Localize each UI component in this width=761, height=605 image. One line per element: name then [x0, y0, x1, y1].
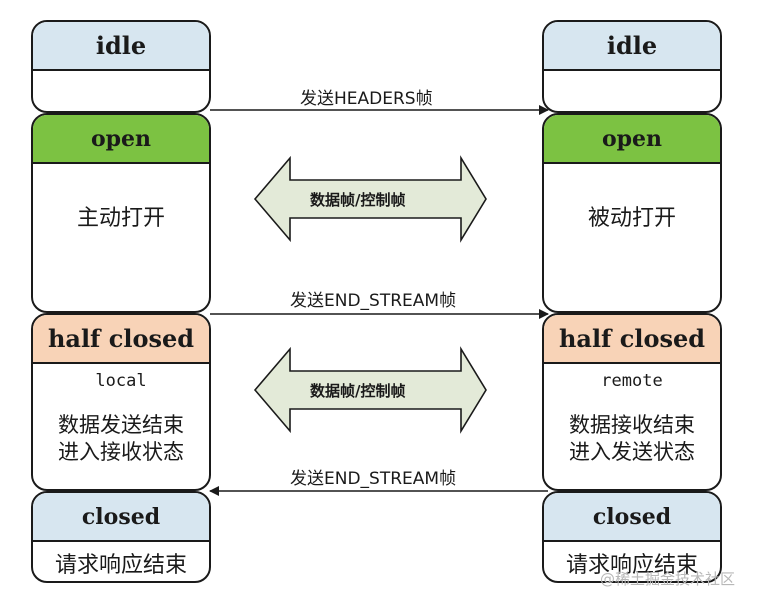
right-closed-header: closed: [544, 493, 720, 542]
right-half-closed-line2: 进入发送状态: [569, 440, 695, 464]
left-closed-header: closed: [33, 493, 209, 542]
headers-message: 发送HEADERS帧: [300, 89, 433, 109]
end-stream-message-1: 发送END_STREAM帧: [290, 291, 457, 311]
left-open-state: open 主动打开: [31, 113, 211, 313]
right-half-closed-state: half closed remote 数据接收结束 进入发送状态: [542, 313, 722, 491]
right-open-header: open: [544, 115, 720, 164]
right-open-body: 被动打开: [587, 206, 676, 231]
data-frames-label-1: 数据帧/控制帧: [310, 191, 406, 209]
right-idle-state: idle: [542, 20, 722, 113]
data-frames-double-arrow-1: [253, 155, 487, 243]
end-stream-message-2: 发送END_STREAM帧: [290, 469, 457, 489]
data-frames-label-2: 数据帧/控制帧: [310, 382, 406, 400]
left-open-header: open: [33, 115, 209, 164]
left-half-closed-line2: 进入接收状态: [58, 440, 184, 464]
left-open-body: 主动打开: [76, 206, 165, 231]
right-open-state: open 被动打开: [542, 113, 722, 313]
watermark: @稀土掘金技术社区: [600, 570, 736, 588]
right-half-closed-sub: remote: [601, 371, 663, 391]
left-half-closed-line1: 数据发送结束: [58, 413, 184, 437]
left-half-closed-sub: local: [95, 371, 147, 391]
left-closed-body: 请求响应结束: [54, 553, 187, 578]
left-half-closed-header: half closed: [33, 315, 209, 364]
right-closed-body: 请求响应结束: [565, 553, 698, 578]
left-closed-state: closed 请求响应结束: [31, 491, 211, 583]
right-idle-header: idle: [544, 22, 720, 71]
left-half-closed-state: half closed local 数据发送结束 进入接收状态: [31, 313, 211, 491]
right-closed-state: closed 请求响应结束: [542, 491, 722, 583]
data-frames-double-arrow-2: [253, 346, 487, 434]
left-idle-header: idle: [33, 22, 209, 71]
right-half-closed-header: half closed: [544, 315, 720, 364]
right-half-closed-line1: 数据接收结束: [569, 413, 695, 437]
left-idle-state: idle: [31, 20, 211, 113]
